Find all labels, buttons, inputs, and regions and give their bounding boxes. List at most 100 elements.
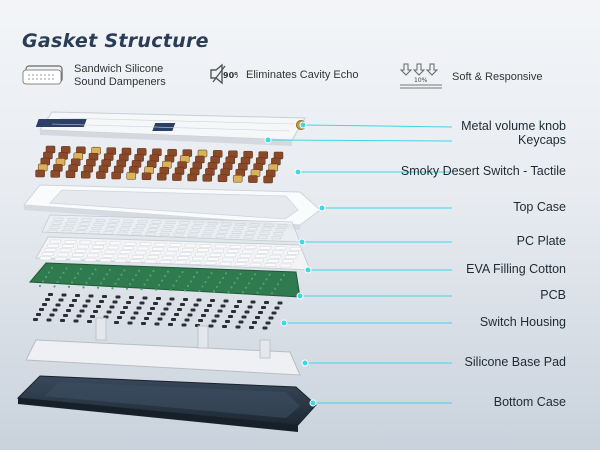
housing-pad: [163, 307, 169, 311]
eva-cell: [282, 259, 294, 264]
plate-cutout: [221, 222, 232, 226]
plate-cutout: [205, 226, 216, 230]
plate-cutout: [65, 222, 76, 226]
housing-pad: [271, 311, 277, 315]
pcb-solder-pad: [241, 291, 245, 294]
plate-cutout: [131, 232, 142, 236]
eva-cell: [114, 258, 127, 263]
housing-pad: [79, 309, 85, 313]
layer-label-1: Metal volume knob: [461, 119, 566, 133]
eva-cell: [69, 257, 82, 262]
plate-cutout: [107, 223, 118, 227]
leader-dot: [301, 359, 309, 367]
pcb-solder-pad: [131, 278, 135, 281]
feature-cavity-echo: 90% Eliminates Cavity Echo: [208, 62, 359, 89]
pcb-solder-pad: [41, 280, 45, 283]
housing-pad: [55, 303, 61, 307]
layer-label-9: Silicone Base Pad: [464, 355, 566, 369]
plate-cutout: [249, 223, 260, 227]
housing-pad: [228, 315, 233, 318]
eva-cell: [237, 258, 249, 262]
housing-pad: [142, 296, 148, 300]
leader-dot: [296, 292, 304, 300]
pcb-solder-pad: [59, 276, 62, 279]
housing-pad: [220, 304, 226, 308]
pcb-solder-pad: [212, 290, 216, 293]
eva-cell: [104, 249, 117, 254]
pcb-solder-pad: [233, 281, 236, 284]
eva-cell: [77, 244, 89, 249]
plate-cutout: [177, 225, 188, 229]
housing-pad: [109, 305, 115, 309]
eva-cell: [182, 247, 194, 252]
housing-pad: [247, 305, 253, 309]
switches-layer: [35, 145, 284, 184]
switch: [111, 171, 121, 180]
plate-cutout: [247, 227, 258, 231]
pcb-solder-pad: [268, 273, 271, 276]
plate-cutout: [81, 218, 92, 222]
housing-pad: [201, 314, 206, 317]
housing-pad: [130, 316, 136, 320]
pcb-solder-pad: [76, 272, 80, 275]
pcb-solder-pad: [230, 286, 233, 289]
pcb-solder-pad: [152, 270, 155, 273]
plate-cutout: [151, 220, 162, 224]
pcb-solder-pad: [247, 282, 251, 285]
eva-cell: [279, 263, 292, 268]
plate-cutout: [51, 221, 62, 225]
eva-cell: [147, 255, 159, 260]
switch: [50, 170, 61, 178]
plate-cutout: [215, 234, 226, 238]
switch: [80, 170, 91, 179]
housing-pad: [249, 326, 254, 329]
housing-pad: [277, 301, 283, 305]
pcb-solder-pad: [96, 286, 100, 289]
pcb-solder-pad: [181, 270, 184, 274]
eva-cell: [254, 254, 267, 258]
plate-cutout: [179, 221, 190, 225]
pcb-solder-pad: [99, 282, 103, 285]
plate-cutout: [275, 228, 286, 232]
pcb-solder-pad: [149, 274, 152, 277]
eva-cell: [109, 241, 122, 246]
eva-cell: [287, 251, 299, 255]
pcb-solder-pad: [215, 285, 219, 288]
eva-cell: [239, 253, 252, 258]
plate-cutout: [257, 235, 268, 239]
pcb-solder-pad: [62, 271, 65, 275]
pcb-solder-pad: [137, 269, 141, 272]
housing-pad: [106, 310, 112, 314]
plate-cutout: [201, 234, 212, 238]
housing-pad: [198, 319, 203, 322]
housing-pad: [193, 303, 199, 307]
eva-cell: [229, 245, 242, 249]
eva-cell: [102, 254, 114, 258]
housing-pad: [174, 313, 179, 316]
plate-cutout: [67, 218, 78, 222]
housing-pad: [33, 318, 38, 321]
eva-cell: [257, 250, 269, 254]
pcb-solder-pad: [244, 286, 248, 289]
housing-pad: [96, 305, 101, 308]
housing-pad: [250, 300, 256, 304]
pcb-solder-pad: [154, 288, 158, 291]
pcb-solder-pad: [143, 283, 146, 286]
pcb-solder-pad: [253, 273, 257, 276]
eva-cell: [137, 246, 149, 251]
housing-pad: [141, 322, 146, 325]
leader-dot: [294, 168, 302, 176]
housing-pad: [171, 318, 176, 321]
housing-pad: [237, 300, 242, 303]
housing-pad: [85, 299, 91, 303]
eva-cotton-layer: [35, 236, 311, 271]
eva-cell: [212, 248, 224, 253]
housing-pad: [177, 308, 182, 311]
plate-cutout: [189, 229, 200, 233]
eva-cell: [54, 256, 67, 261]
eva-cell: [89, 249, 102, 254]
plate-cutout: [119, 227, 130, 231]
plate-cutout: [79, 222, 90, 226]
pcb-solder-pad: [88, 277, 91, 280]
pcb-solder-pad: [178, 275, 181, 278]
